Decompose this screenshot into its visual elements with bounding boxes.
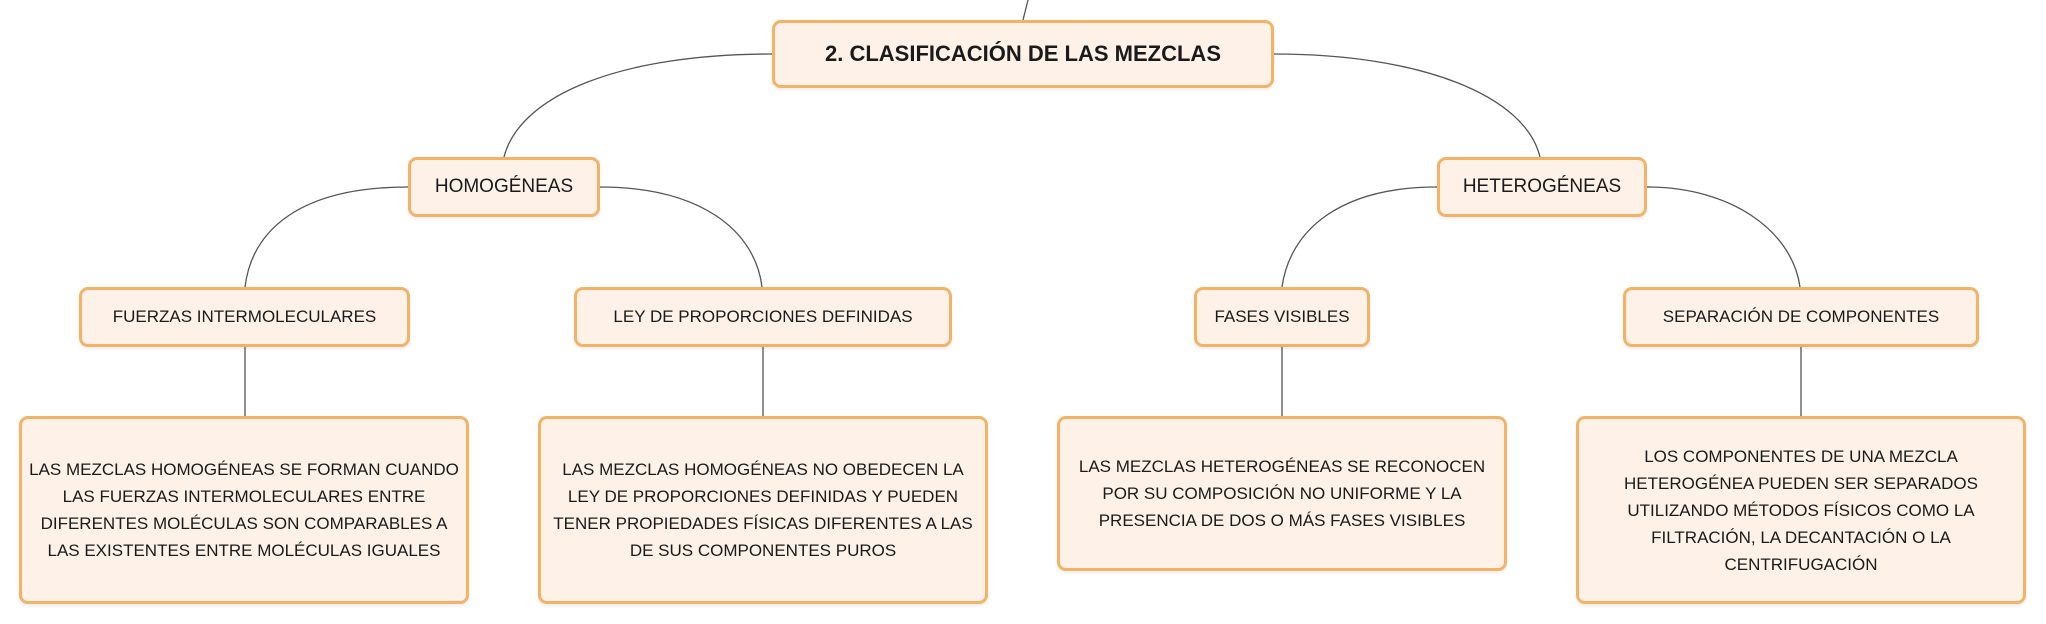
detail-fases-text: LAS MEZCLAS HETEROGÉNEAS SE RECONOCEN PO… [1078,457,1486,530]
detail-ley-text: LAS MEZCLAS HOMOGÉNEAS NO OBEDECEN LA LE… [553,460,973,560]
link-heterogeneas-fases [1281,186,1438,288]
link-root-homogeneas [503,53,773,158]
root-topic[interactable]: 2. CLASIFICACIÓN DE LAS MEZCLAS [772,20,1274,88]
subtopic-fuerzas-label: FUERZAS INTERMOLECULARES [112,307,377,326]
detail-fases[interactable]: LAS MEZCLAS HETEROGÉNEAS SE RECONOCEN PO… [1057,416,1507,571]
topic-homogeneas-label: HOMOGÉNEAS [434,176,574,197]
link-parent-root [1022,0,1029,21]
subtopic-fases-label: FASES VISIBLES [1214,307,1350,326]
subtopic-ley-label: LEY DE PROPORCIONES DEFINIDAS [613,307,913,326]
detail-separacion-text: LOS COMPONENTES DE UNA MEZCLA HETEROGÉNE… [1624,446,1978,574]
link-homogeneas-fuerzas [244,186,409,288]
topic-homogeneas[interactable]: HOMOGÉNEAS [408,157,600,217]
detail-fuerzas-text: LAS MEZCLAS HOMOGÉNEAS SE FORMAN CUANDO … [29,460,459,560]
topic-heterogeneas[interactable]: HETEROGÉNEAS [1437,157,1647,217]
subtopic-fases-visibles[interactable]: FASES VISIBLES [1194,287,1370,347]
link-root-heterogeneas [1273,53,1541,158]
root-topic-label: 2. CLASIFICACIÓN DE LAS MEZCLAS [824,41,1221,66]
link-homogeneas-ley [599,186,763,288]
detail-ley[interactable]: LAS MEZCLAS HOMOGÉNEAS NO OBEDECEN LA LE… [538,416,988,604]
subtopic-separacion-label: SEPARACIÓN DE COMPONENTES [1662,307,1940,326]
link-heterogeneas-separacion [1646,186,1801,288]
subtopic-ley-proporciones[interactable]: LEY DE PROPORCIONES DEFINIDAS [574,287,952,347]
detail-fuerzas[interactable]: LAS MEZCLAS HOMOGÉNEAS SE FORMAN CUANDO … [19,416,469,604]
subtopic-separacion-componentes[interactable]: SEPARACIÓN DE COMPONENTES [1623,287,1979,347]
subtopic-fuerzas-intermoleculares[interactable]: FUERZAS INTERMOLECULARES [79,287,410,347]
topic-heterogeneas-label: HETEROGÉNEAS [1462,176,1622,197]
detail-separacion[interactable]: LOS COMPONENTES DE UNA MEZCLA HETEROGÉNE… [1576,416,2026,604]
